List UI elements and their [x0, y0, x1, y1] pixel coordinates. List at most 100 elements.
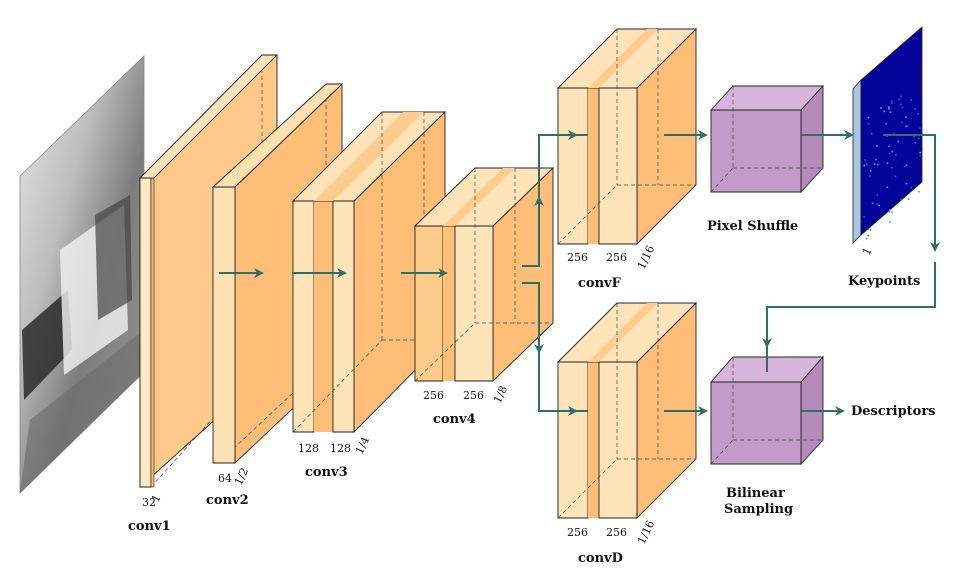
- keypoint-dot: [900, 103, 902, 106]
- conv3-label: conv3: [305, 465, 348, 480]
- conv2-channels: 64: [218, 472, 232, 485]
- keypoint-dot: [910, 99, 912, 101]
- keypoint-dot: [876, 203, 879, 205]
- keypoint-dot: [876, 194, 878, 196]
- keypoint-dot: [878, 204, 880, 207]
- keypoint-dot: [897, 140, 899, 143]
- convD-block: 256 256 1/16 convD: [556, 301, 698, 566]
- conv4-channels-a: 256: [423, 389, 444, 402]
- convD-channels-b: 256: [606, 526, 627, 539]
- keypoint-dot: [907, 125, 909, 128]
- pixel-shuffle-cube: Pixel Shuffle: [707, 84, 825, 234]
- keypoint-dot: [864, 159, 866, 161]
- keypoint-dot: [889, 111, 892, 113]
- conv4-channels-b: 256: [463, 389, 484, 402]
- keypoint-dot: [891, 166, 893, 169]
- keypoint-dot: [890, 102, 893, 104]
- input-image: [19, 55, 145, 494]
- descriptors-label: Descriptors: [851, 404, 936, 419]
- keypoint-dot: [918, 190, 920, 193]
- keypoint-dot: [869, 175, 871, 177]
- conv1-label: conv1: [128, 519, 171, 534]
- keypoint-dot: [919, 151, 921, 154]
- pixel-shuffle-label: Pixel Shuffle: [707, 219, 798, 234]
- flow-arrows: [219, 130, 940, 416]
- keypoint-dot: [891, 211, 893, 213]
- keypoint-dot: [863, 216, 866, 218]
- keypoint-dot: [894, 175, 897, 178]
- keypoint-dot: [917, 113, 919, 115]
- convD-scale: 1/16: [635, 518, 657, 546]
- keypoint-dot: [869, 170, 872, 172]
- conv3-channels-b: 128: [330, 442, 351, 455]
- keypoint-dot: [873, 163, 876, 165]
- convD-label: convD: [578, 551, 623, 566]
- keypoint-dot: [876, 163, 879, 166]
- keypoints-heatmap: 1 Keypoints: [848, 26, 923, 289]
- convF-label: convF: [578, 276, 622, 291]
- keypoint-dot: [901, 121, 903, 124]
- conv3-channels-a: 128: [298, 442, 319, 455]
- keypoint-dot: [863, 164, 865, 167]
- bilinear-label-line1: Bilinear: [726, 486, 785, 501]
- keypoint-dot: [865, 163, 868, 166]
- keypoint-dot: [905, 116, 907, 118]
- keypoint-dot: [894, 153, 897, 156]
- keypoint-dot: [893, 133, 895, 135]
- keypoint-dot: [880, 107, 882, 109]
- keypoint-dot: [907, 198, 910, 200]
- keypoint-dot: [917, 137, 920, 140]
- keypoint-dot: [875, 158, 877, 161]
- keypoint-dot: [886, 186, 889, 188]
- keypoint-dot: [869, 229, 872, 231]
- keypoint-dot: [900, 95, 903, 98]
- conv1-channels: 32: [142, 496, 156, 509]
- convF-block: 256 256 1/16 convF: [556, 27, 698, 291]
- keypoints-label: Keypoints: [848, 274, 920, 289]
- conv4-block: 256 256 1/8 conv4: [413, 166, 555, 427]
- keypoint-dot: [886, 162, 889, 164]
- keypoint-dot: [888, 211, 890, 213]
- keypoint-dot: [876, 145, 878, 147]
- keypoint-dot: [891, 150, 893, 153]
- conv2-label: conv2: [206, 493, 249, 508]
- keypoint-dot: [867, 234, 870, 237]
- arrow-keypoints-bilinear: [762, 262, 936, 348]
- convF-scale: 1/16: [635, 243, 657, 271]
- keypoint-dot: [871, 202, 874, 205]
- convF-channels-b: 256: [606, 251, 627, 264]
- keypoint-dot: [919, 154, 922, 157]
- keypoint-dot: [870, 132, 873, 135]
- keypoint-dot: [888, 145, 890, 148]
- keypoint-dot: [905, 182, 908, 185]
- keypoint-dot: [919, 127, 921, 129]
- convD-channels-a: 256: [567, 526, 588, 539]
- keypoint-dot: [883, 110, 886, 113]
- keypoints-scale: 1: [860, 245, 875, 257]
- keypoint-dot: [891, 100, 893, 103]
- keypoint-dot: [867, 123, 870, 125]
- keypoint-dot: [901, 106, 904, 109]
- keypoint-dot: [865, 237, 868, 240]
- conv1-scale: 1: [149, 492, 164, 504]
- keypoint-dot: [905, 164, 908, 167]
- keypoint-dot: [910, 186, 912, 189]
- keypoint-dot: [900, 198, 903, 201]
- bilinear-label-line2: Sampling: [724, 502, 793, 517]
- keypoint-dot: [888, 106, 890, 108]
- keypoint-dot: [867, 228, 870, 231]
- keypoint-dot: [885, 122, 887, 125]
- keypoint-dot: [888, 153, 891, 155]
- arrow-keypoints-down: [883, 134, 940, 252]
- keypoint-dot: [889, 209, 891, 211]
- bilinear-sampling-cube: Bilinear Sampling: [710, 355, 824, 517]
- keypoint-dot: [913, 135, 915, 138]
- conv4-scale: 1/8: [491, 384, 510, 406]
- keypoint-dot: [867, 116, 870, 119]
- conv3-scale: 1/4: [353, 435, 372, 457]
- keypoint-dot: [914, 142, 917, 144]
- keypoint-dot: [888, 108, 890, 110]
- keypoint-dot: [903, 165, 906, 168]
- keypoint-dot: [914, 108, 916, 110]
